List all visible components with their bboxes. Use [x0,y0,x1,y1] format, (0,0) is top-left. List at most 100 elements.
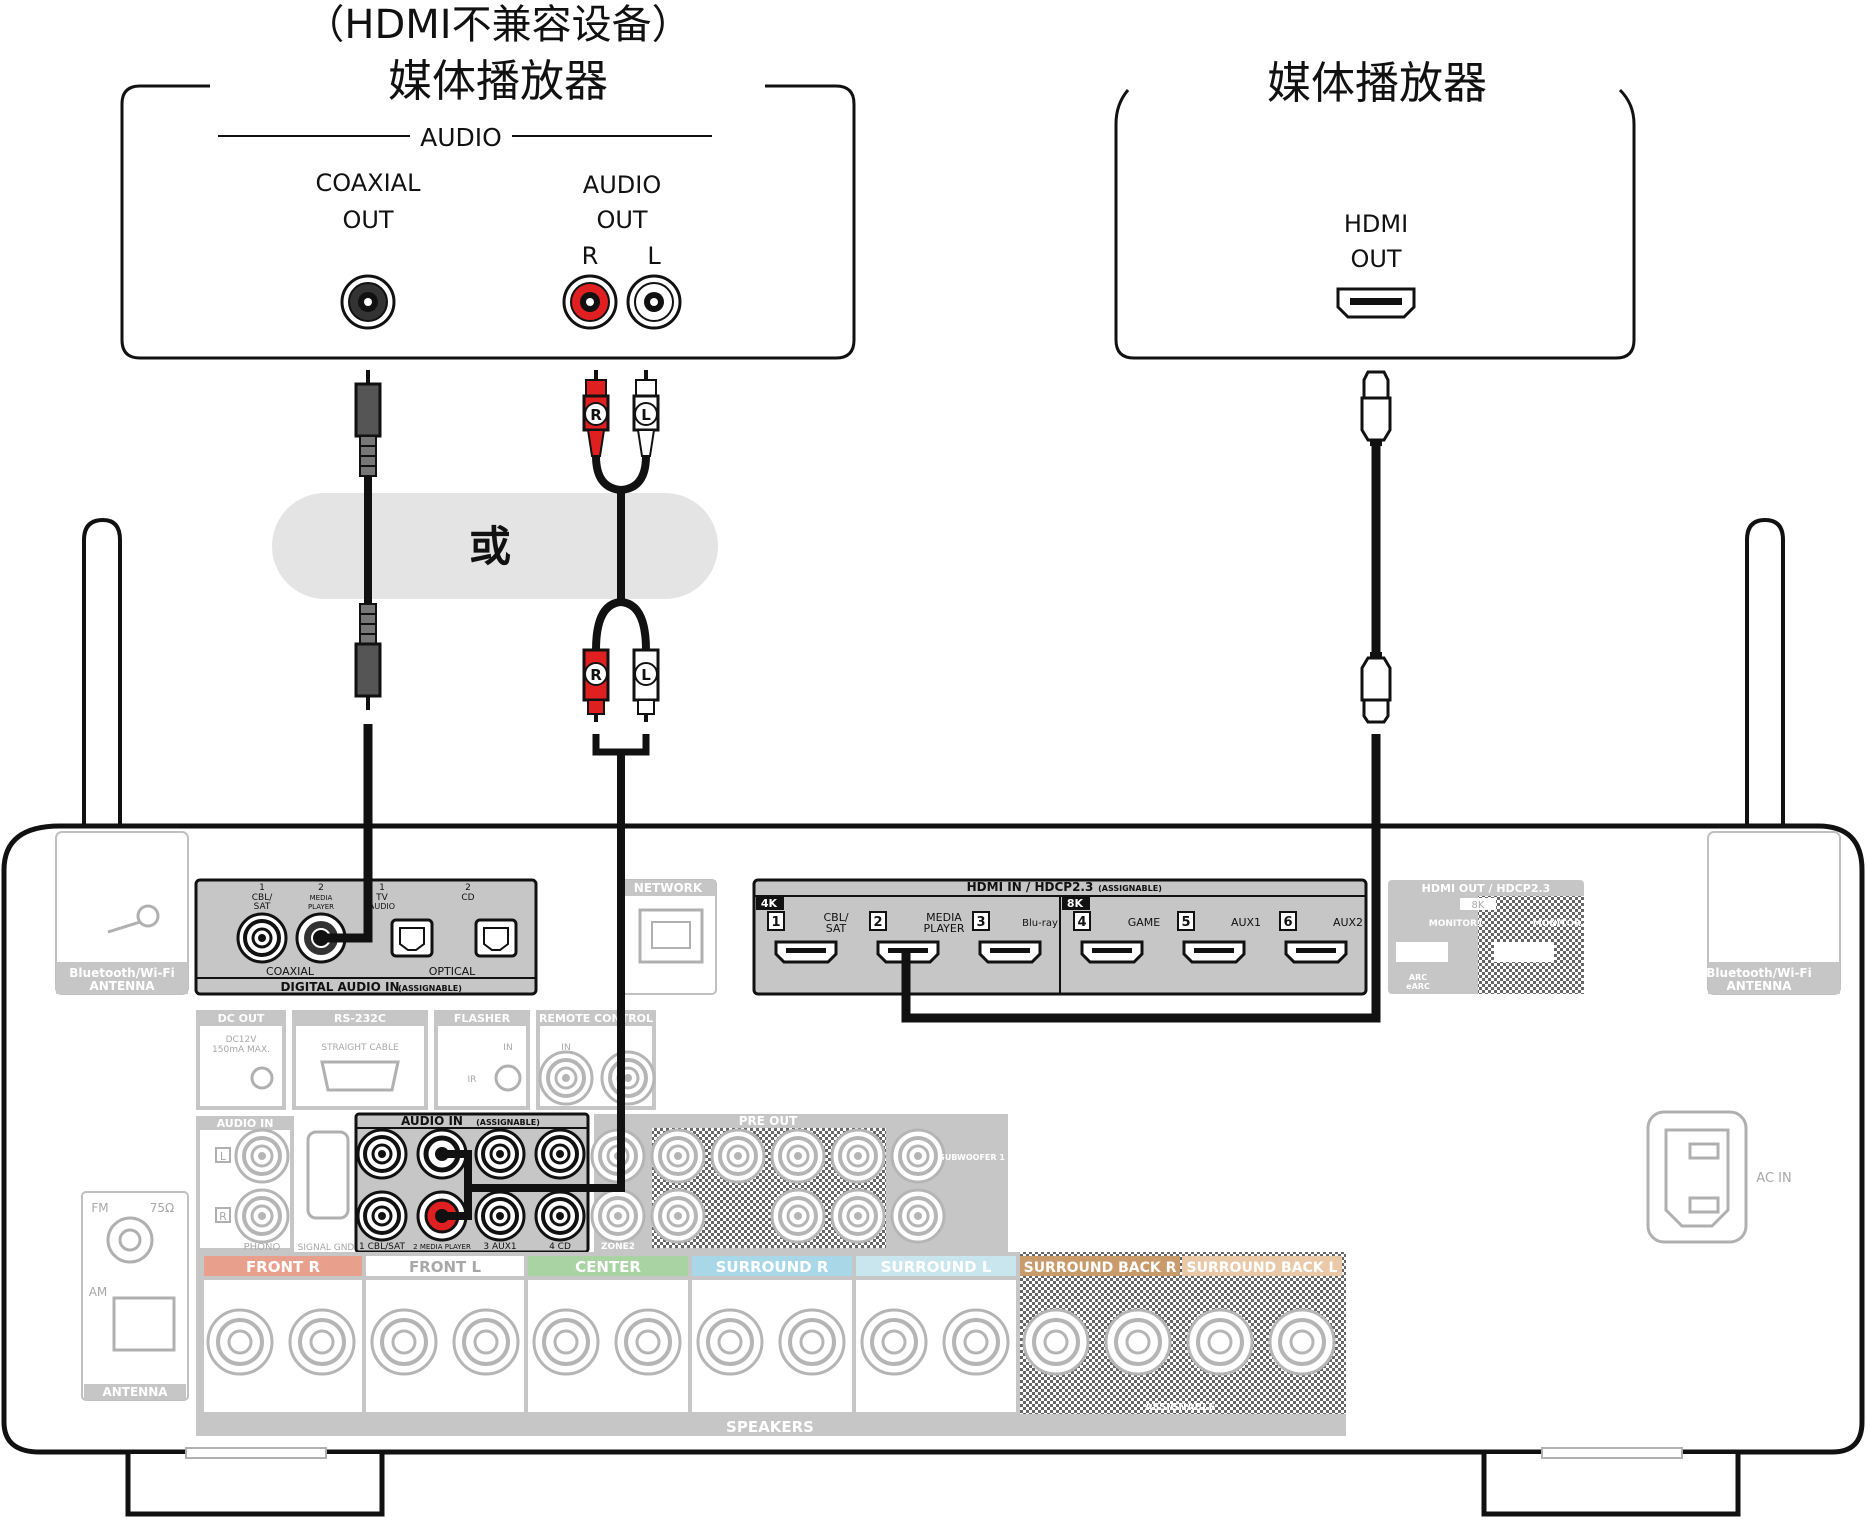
port2-line2: PLAYER [308,903,334,911]
or-bubble [272,493,718,599]
bt-antenna-left [82,517,122,826]
hdmi-port-4-num: 4 [1077,915,1086,930]
audio-group-label: AUDIO [420,123,502,152]
audio-in-label-3: 3 AUX1 [483,1242,516,1252]
network-label: NETWORK [634,881,703,895]
dc-out-spec-2: 150mA MAX. [212,1045,270,1055]
optical-in-label: OPTICAL [429,965,476,978]
ohm-label: 75Ω [150,1201,174,1215]
hdmi-port-6-num: 6 [1283,915,1292,930]
speaker-group-surround-back-l [1182,1256,1342,1276]
flasher-title: FLASHER [454,1012,511,1025]
remote-control-title: REMOTE CONTROL [539,1012,653,1025]
right-channel-label: R [582,242,599,270]
coaxial-out-label-1: COAXIAL [316,169,422,197]
hdmi-port-2-label-b: PLAYER [924,922,965,935]
surround-l-label: SURROUND L [881,1258,992,1276]
antenna-title: ANTENNA [102,1385,168,1399]
digital-audio-in-assignable: (ASSIGNABLE) [398,984,462,993]
hdmi-out-monitor1: MONITOR1 [1429,919,1483,929]
svg-text:R: R [590,666,602,684]
plug-badge-r-top: R [584,402,608,426]
center-label: CENTER [575,1258,641,1276]
speaker-group-surround-l [856,1256,1016,1276]
hdmi-out-label-1: HDMI [1344,210,1408,238]
hdmi-cable [901,370,1392,1023]
hdmi-out-port [1336,287,1416,319]
flasher-ir: IR [468,1075,477,1085]
hdmi-port-3-num: 3 [976,915,985,930]
phono-label: PHONO [244,1242,281,1253]
svg-text:R: R [590,406,602,424]
hdmi-out-label-2: OUT [1350,245,1401,273]
badge-8k: 8K [1067,897,1084,910]
audio-in-left-title: AUDIO IN [217,1117,274,1130]
speakers-title: SPEAKERS [726,1418,814,1436]
port1-num: 1 [259,883,265,893]
port3-line1: TV [375,893,388,903]
or-label: 或 [469,522,511,571]
left-media-player: （HDMI不兼容设备） 媒体播放器 AUDIO COAXIAL OUT AUDI… [120,2,856,360]
hdmi-in-assignable: (ASSIGNABLE) [1098,884,1162,893]
coaxial-out-label-2: OUT [342,206,393,234]
audio-in-assignable-panel: AUDIO IN (ASSIGNABLE) 1 CBL/SAT 2 MEDIA … [354,1112,590,1254]
hdmi-port-5-num: 5 [1181,915,1190,930]
bt-antenna-left-label-1: Bluetooth/Wi-Fi [69,966,174,980]
fm-label: FM [91,1201,108,1215]
dc-out-title: DC OUT [218,1012,265,1025]
hdmi-out-arc: ARC [1409,973,1427,982]
hdmi-port-4-label: GAME [1128,916,1161,929]
audio-in-assignable-sub: (ASSIGNABLE) [476,1118,540,1127]
speaker-terminals [204,1280,1336,1412]
speaker-group-front-r [204,1256,362,1276]
subwoofer-label: SUBWOOFER 1 [939,1153,1005,1162]
zone2-label: ZONE2 [601,1242,635,1252]
right-media-player: 媒体播放器 HDMI OUT [1114,58,1636,360]
port1-line2: SAT [254,902,271,912]
audio-in-label-4: 4 CD [549,1242,571,1252]
left-device-title-line2: 媒体播放器 [388,56,608,107]
audio-in-label-2: 2 MEDIA PLAYER [413,1243,471,1251]
flasher-in: IN [503,1043,512,1053]
rs232c-title: RS-232C [334,1012,386,1025]
am-label: AM [89,1285,108,1299]
audio-in-assignable-title: AUDIO IN [401,1114,463,1128]
port4-num: 2 [465,883,471,893]
port3-num: 1 [379,883,385,893]
speaker-group-surround-back-r [1020,1256,1180,1276]
surround-back-l-label: SURROUND BACK L [1187,1260,1338,1276]
surround-back-r-label: SURROUND BACK R [1024,1260,1177,1276]
signal-gnd-label: SIGNAL GND [298,1243,355,1253]
hdmi-out-title: HDMI OUT / HDCP2.3 [1422,882,1551,895]
audio-in-left-r: R [219,1210,227,1223]
audio-in-label-1: 1 CBL/SAT [359,1242,405,1252]
digital-audio-in-title: DIGITAL AUDIO IN [280,980,399,994]
surround-r-label: SURROUND R [716,1258,829,1276]
hdmi-out-earc: eARC [1406,982,1430,991]
audio-out-l-jack [626,274,682,330]
plug-badge-r-bottom: R [584,662,608,686]
dc-out-spec-1: DC12V [226,1035,258,1045]
speakers-assignable: ASSIGNABLE [1145,1402,1216,1413]
port2-num: 2 [318,883,324,893]
right-device-title: 媒体播放器 [1267,58,1487,109]
audio-out-label-2: OUT [596,206,647,234]
left-device-title-line1: （HDMI不兼容设备） [304,2,691,48]
badge-4k: 4K [761,897,778,910]
coaxial-cable [321,370,382,943]
hdmi-port-1-num: 1 [771,915,780,930]
audio-out-label-1: AUDIO [583,171,661,199]
audio-out-r-jack [562,274,618,330]
hdmi-port-3-label: Blu-ray [1022,918,1058,929]
front-l-label: FRONT L [409,1258,482,1276]
ac-in-label: AC IN [1756,1171,1791,1186]
hdmi-in-title: HDMI IN / HDCP2.3 [967,880,1094,894]
bt-antenna-left-label-2: ANTENNA [89,979,155,993]
pre-out-title: PRE OUT [739,1114,798,1128]
av-receiver: Bluetooth/Wi-Fi ANTENNA Bluetooth/Wi-Fi … [1,517,1865,1517]
port2-line1: MEDIA [310,894,333,902]
plug-badge-l-top: L [634,402,658,426]
hdmi-port-2-label-a: MEDIA [926,911,962,924]
coaxial-out-jack [340,274,396,330]
